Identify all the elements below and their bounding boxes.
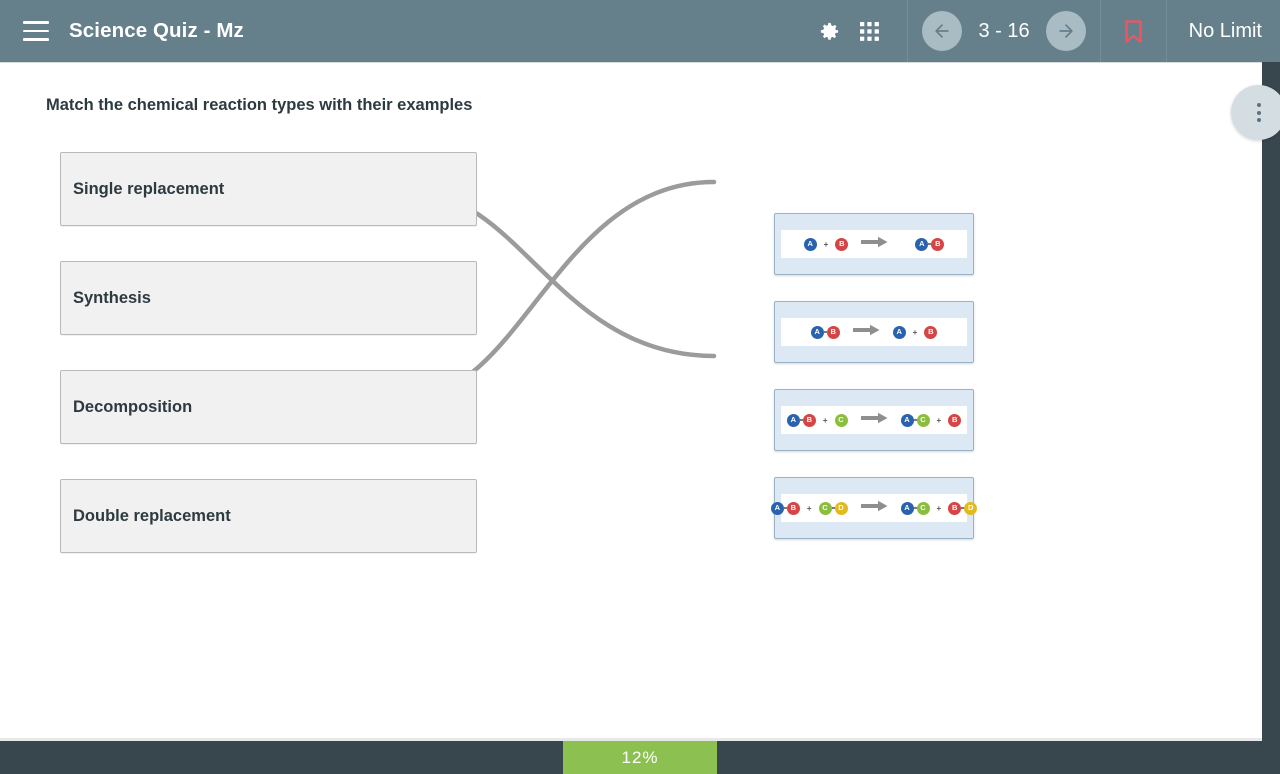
bond — [831, 507, 835, 509]
equation-strip: A + B A B — [781, 230, 967, 258]
bond — [823, 331, 827, 333]
atom-C: C — [916, 501, 930, 515]
molecule-AC: A C — [900, 501, 930, 515]
option-label: Single replacement — [73, 179, 225, 198]
atom-A: A — [803, 237, 817, 251]
atom-B: B — [826, 325, 840, 339]
header-actions — [809, 0, 907, 62]
reaction-example-list: A + B A B — [770, 213, 978, 565]
question-content: Match the chemical reaction types with t… — [0, 62, 1262, 741]
atom-A: A — [770, 501, 784, 515]
bookmark-button[interactable] — [1101, 0, 1166, 62]
reaction-type-list: Single replacement Synthesis Decompositi… — [60, 152, 477, 588]
bookmark-icon — [1123, 19, 1144, 44]
app-header: Science Quiz - Mz — [0, 0, 1280, 62]
example-card-synthesis[interactable]: A + B A B — [774, 213, 974, 275]
option-synthesis[interactable]: Synthesis — [60, 261, 477, 335]
molecule-AB: A B — [810, 325, 840, 339]
right-rail — [1262, 62, 1280, 741]
page-title: Science Quiz - Mz — [69, 19, 244, 42]
header-divider-1 — [907, 0, 909, 62]
option-double-replacement[interactable]: Double replacement — [60, 479, 477, 553]
atom-C: C — [834, 413, 848, 427]
more-options-button[interactable] — [1231, 85, 1280, 140]
vertical-scrollbar[interactable] — [1262, 610, 1280, 741]
example-card-decomposition[interactable]: A B A + B — [774, 301, 974, 363]
molecule-AB: A B — [915, 237, 945, 251]
reaction-arrow-icon — [860, 411, 888, 429]
atom-B: B — [931, 237, 945, 251]
equation-strip: A B + C A C — [781, 406, 967, 434]
atom-A: A — [892, 325, 906, 339]
molecule-AB: A B — [770, 501, 800, 515]
option-label: Double replacement — [73, 506, 231, 525]
option-single-replacement[interactable]: Single replacement — [60, 152, 477, 226]
bond — [928, 243, 932, 245]
time-limit-label: No Limit — [1188, 19, 1262, 42]
atom-D: D — [834, 501, 848, 515]
bond — [961, 507, 965, 509]
bond — [783, 507, 787, 509]
more-vertical-icon — [1256, 103, 1261, 122]
atom-A: A — [810, 325, 824, 339]
plus-sign: + — [822, 415, 828, 425]
header-divider-2 — [1099, 0, 1101, 62]
atom-B: B — [948, 501, 962, 515]
option-label: Synthesis — [73, 288, 151, 307]
equation-single-replacement: A B + C A C — [786, 411, 962, 429]
plus-sign: + — [936, 503, 942, 513]
bond — [913, 419, 917, 421]
plus-sign: + — [823, 239, 829, 249]
bond — [913, 507, 917, 509]
plus-sign: + — [912, 327, 918, 337]
header-divider-3 — [1165, 0, 1167, 62]
example-card-single-replacement[interactable]: A B + C A C — [774, 389, 974, 451]
atom-B: B — [835, 237, 849, 251]
footer-hairline — [0, 738, 1262, 741]
pager-label: 3 - 16 — [978, 19, 1030, 42]
molecule-BD: B D — [948, 501, 978, 515]
molecule-CD: C D — [818, 501, 848, 515]
option-decomposition[interactable]: Decomposition — [60, 370, 477, 444]
bond — [799, 419, 803, 421]
reaction-arrow-icon — [860, 499, 888, 517]
prev-question-button[interactable] — [922, 11, 963, 51]
equation-strip: A B + C D — [770, 494, 978, 522]
plus-sign: + — [936, 415, 942, 425]
app-footer: 12% — [0, 741, 1280, 774]
atom-B: B — [802, 413, 816, 427]
option-label: Decomposition — [73, 397, 193, 416]
question-prompt: Match the chemical reaction types with t… — [46, 96, 473, 114]
molecule-AC: A C — [900, 413, 930, 427]
next-question-button[interactable] — [1045, 11, 1086, 51]
atom-C: C — [916, 413, 930, 427]
equation-double-replacement: A B + C D — [770, 499, 978, 517]
example-card-double-replacement[interactable]: A B + C D — [770, 477, 978, 539]
plus-sign: + — [806, 503, 812, 513]
progress-label: 12% — [621, 747, 659, 767]
progress-bar: 12% — [563, 741, 717, 774]
reaction-arrow-icon — [861, 235, 888, 253]
atom-A: A — [900, 501, 914, 515]
question-pager: 3 - 16 — [908, 0, 1099, 62]
grid-apps-icon[interactable] — [849, 11, 889, 51]
atom-B: B — [786, 501, 800, 515]
atom-D: D — [964, 501, 978, 515]
reaction-arrow-icon — [852, 323, 880, 341]
atom-A: A — [900, 413, 914, 427]
atom-C: C — [818, 501, 832, 515]
atom-B: B — [924, 325, 938, 339]
molecule-AB: A B — [786, 413, 816, 427]
equation-strip: A B A + B — [781, 318, 967, 346]
equation-decomposition: A B A + B — [810, 323, 938, 341]
hamburger-icon[interactable] — [23, 21, 49, 41]
equation-synthesis: A + B A B — [803, 235, 945, 253]
atom-A: A — [786, 413, 800, 427]
atom-A: A — [915, 237, 929, 251]
gear-icon[interactable] — [809, 11, 849, 51]
atom-B: B — [948, 413, 962, 427]
